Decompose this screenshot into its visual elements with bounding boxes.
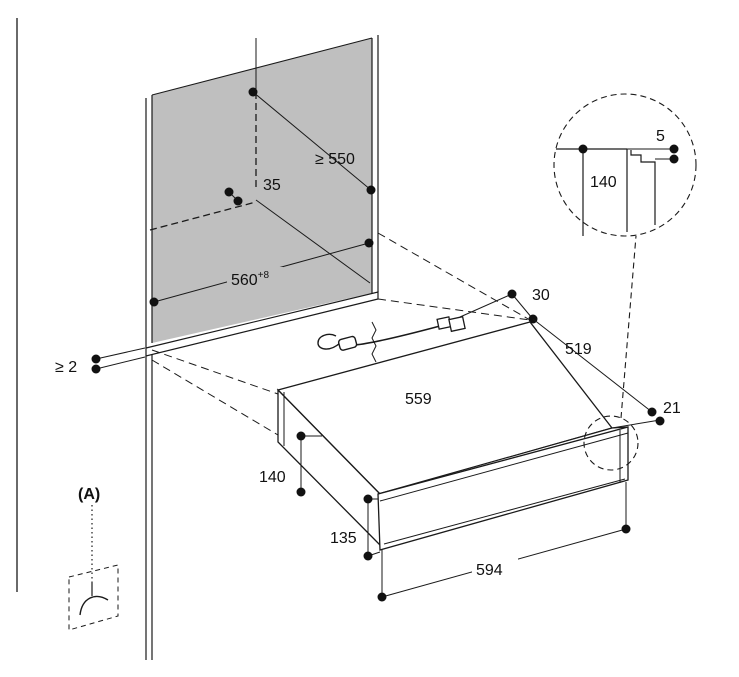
depth-519-ext [611, 419, 661, 429]
appliance-depth-label: 519 [565, 341, 592, 358]
gap-line-b [95, 356, 146, 370]
height-135-dot-a [363, 494, 373, 504]
detail-magnified-circle [553, 93, 697, 237]
body-height-label: 140 [259, 469, 286, 486]
cable-dim-line [459, 293, 513, 318]
proj-dash-2 [377, 298, 531, 321]
depth-min-label: ≥ 550 [315, 151, 355, 168]
offset-35-dot-b [233, 196, 243, 206]
proj-dash-4 [151, 359, 279, 436]
front-overhang-label: 21 [663, 400, 681, 417]
offset-35-dot-a [224, 187, 234, 197]
power-cable [354, 325, 441, 346]
cable-dim-line-2 [511, 293, 533, 319]
gap-dot-a [91, 354, 101, 364]
height-135-dot-b [363, 551, 373, 561]
niche-top-edge [151, 37, 373, 96]
depth-519-line [532, 318, 653, 413]
body-width-label: 559 [405, 391, 432, 408]
depth-dim-dot-b [366, 185, 376, 195]
front-height-label: 135 [330, 530, 357, 547]
detail-height-label: 140 [590, 174, 617, 191]
gap-line-a [95, 347, 146, 360]
front-panel-handle [379, 432, 629, 502]
gap-dot-b [91, 364, 101, 374]
front-panel [377, 426, 629, 551]
detail-dot-a [578, 144, 588, 154]
connector-icon [436, 315, 466, 333]
hidden-diagonal [255, 199, 371, 284]
width-594-dot-a [377, 592, 387, 602]
height-140-dot-b [296, 487, 306, 497]
detail-profile [556, 148, 656, 236]
depth-dim-dot-a [248, 87, 258, 97]
mount-marker-box [68, 564, 119, 631]
cable-dim-dot-a [507, 289, 517, 299]
niche-back-panel [152, 38, 372, 343]
proj-dash-3 [151, 349, 279, 395]
niche-width-label: 560+8 [231, 270, 270, 289]
cable-offset-label: 30 [532, 287, 550, 304]
side-gap-label: ≥ 2 [55, 359, 77, 376]
detail-dot-b [669, 144, 679, 154]
width-560-dot-b [364, 238, 374, 248]
top-offset-label: 35 [263, 177, 281, 194]
depth-519-dot-b [655, 416, 665, 426]
width-594-label-bg [472, 558, 518, 578]
proj-dash-1 [377, 232, 531, 321]
depth-519-dot-a [647, 407, 657, 417]
height-140-dot-a [296, 431, 306, 441]
detail-offset-label: 5 [656, 128, 665, 145]
front-width-label: 594 [476, 562, 503, 579]
mount-hook-icon [79, 595, 109, 616]
width-label-bg [227, 267, 283, 287]
width-560-dot-a [149, 297, 159, 307]
detail-dot-c [669, 154, 679, 164]
detail-leader [620, 235, 637, 419]
width-594-dot-b [621, 524, 631, 534]
mount-marker-label: (A) [78, 486, 100, 503]
power-cable-break [371, 321, 377, 363]
plug-icon [317, 333, 358, 351]
front-panel-bottom-inner [383, 478, 626, 545]
depth-dim-line [252, 91, 372, 191]
hidden-horizontal [149, 201, 257, 231]
detail-source-circle [583, 415, 639, 471]
